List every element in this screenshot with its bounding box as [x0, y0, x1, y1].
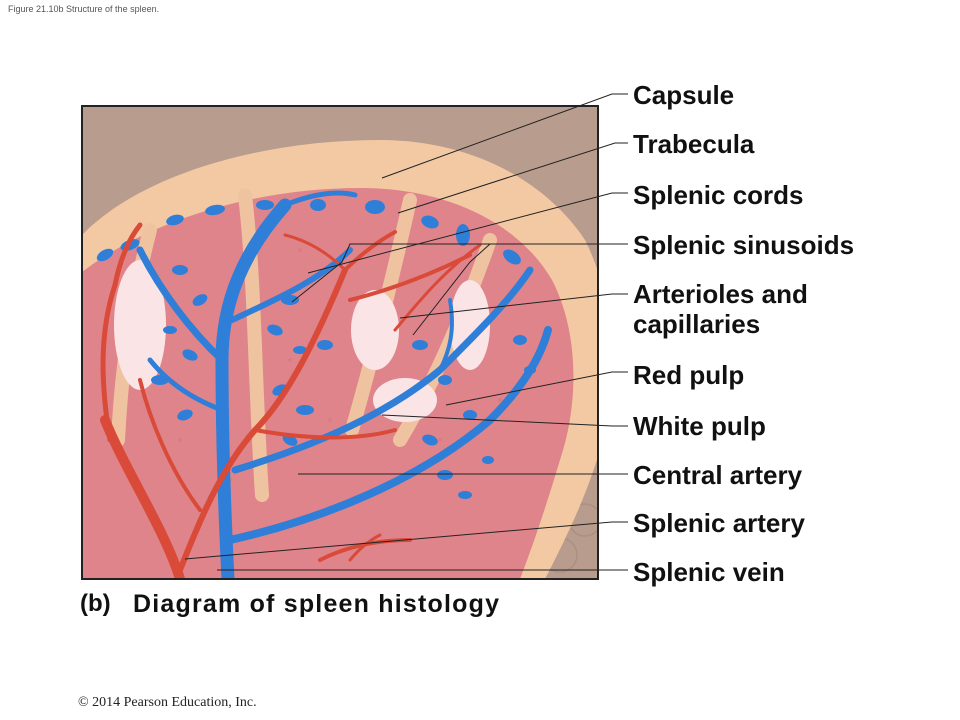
leader-line-white-pulp: [381, 414, 628, 427]
splenic-sinusoid: [192, 294, 208, 306]
leader-line-trabecula: [397, 142, 628, 214]
splenic-sinusoid: [482, 456, 494, 464]
splenic-sinusoid: [293, 346, 307, 354]
splenic-sinusoid: [458, 491, 472, 499]
splenic-sinusoid: [205, 204, 225, 216]
diagram-frame: [81, 105, 599, 580]
panel-letter: (b): [80, 590, 111, 617]
splenic-sinusoid: [163, 326, 177, 334]
splenic-sinusoid: [421, 215, 439, 229]
central-artery: [253, 428, 397, 440]
vein-branch: [229, 247, 353, 323]
vein-branch: [282, 190, 358, 208]
splenic-sinusoid: [256, 200, 274, 210]
splenic-sinusoid: [438, 375, 452, 385]
splenic-sinusoid: [310, 199, 326, 211]
splenic-sinusoid: [182, 349, 198, 361]
label-splenic-cords: Splenic cords: [633, 180, 804, 210]
trabecula-band: [238, 188, 269, 502]
artery-branch: [343, 230, 397, 272]
label-arterioles-line1: Arterioles and: [633, 279, 808, 309]
splenic-sinusoid: [166, 214, 184, 226]
vein-branch: [226, 326, 552, 544]
splenic-sinusoid: [317, 340, 333, 350]
label-splenic-vein: Splenic vein: [633, 557, 785, 587]
splenic-sinusoid: [513, 335, 527, 345]
leader-line-splenic-sinusoids: [412, 243, 491, 336]
leader-line-splenic-artery: [184, 521, 628, 560]
panel-title: Diagram of spleen histology: [133, 590, 501, 618]
artery-branch: [393, 243, 482, 332]
splenic-sinusoid: [267, 324, 283, 336]
splenic-sinusoid: [463, 410, 477, 420]
splenic-sinusoid: [296, 405, 314, 415]
label-splenic-sinusoids: Splenic sinusoids: [633, 230, 855, 260]
label-central-artery: Central artery: [633, 460, 803, 490]
label-red-pulp: Red pulp: [633, 360, 745, 390]
artery-branch: [348, 253, 472, 302]
splenic-sinusoid: [412, 340, 428, 350]
leader-line-splenic-sinusoids: [291, 243, 628, 303]
leader-line-capsule: [381, 93, 628, 179]
figure-caption: Figure 21.10b Structure of the spleen.: [8, 4, 160, 14]
leader-line-arterioles: [399, 293, 628, 319]
splenic-sinusoid: [422, 434, 438, 446]
splenic-sinusoid: [365, 200, 385, 214]
label-white-pulp: White pulp: [633, 411, 766, 441]
splenic-sinusoid: [177, 409, 193, 421]
label-arterioles-line2: capillaries: [633, 309, 761, 339]
white-pulp-region: [114, 260, 166, 390]
label-splenic-artery: Splenic artery: [633, 508, 805, 538]
artery-branch: [100, 222, 143, 443]
splenic-sinusoid: [172, 265, 188, 275]
copyright-notice: © 2014 Pearson Education, Inc.: [78, 695, 257, 710]
vein-branch: [231, 266, 534, 474]
white-pulp-region: [351, 290, 399, 370]
label-capsule: Capsule: [633, 80, 735, 110]
splenic-artery: [100, 415, 185, 579]
leader-line-splenic-cords: [307, 192, 628, 274]
vein-branch: [136, 246, 226, 364]
red-pulp-region: [82, 188, 574, 579]
vein-branch: [438, 298, 454, 372]
splenic-sinusoid: [437, 470, 453, 480]
vein-branch: [147, 357, 225, 413]
label-trabecula: Trabecula: [633, 129, 755, 159]
artery-branch: [138, 378, 202, 512]
leader-line-red-pulp: [445, 371, 628, 406]
artery-branch: [348, 533, 382, 562]
splenic-sinusoid: [503, 249, 521, 265]
splenic-sinusoid: [456, 224, 470, 246]
splenic-sinusoid: [96, 248, 114, 262]
